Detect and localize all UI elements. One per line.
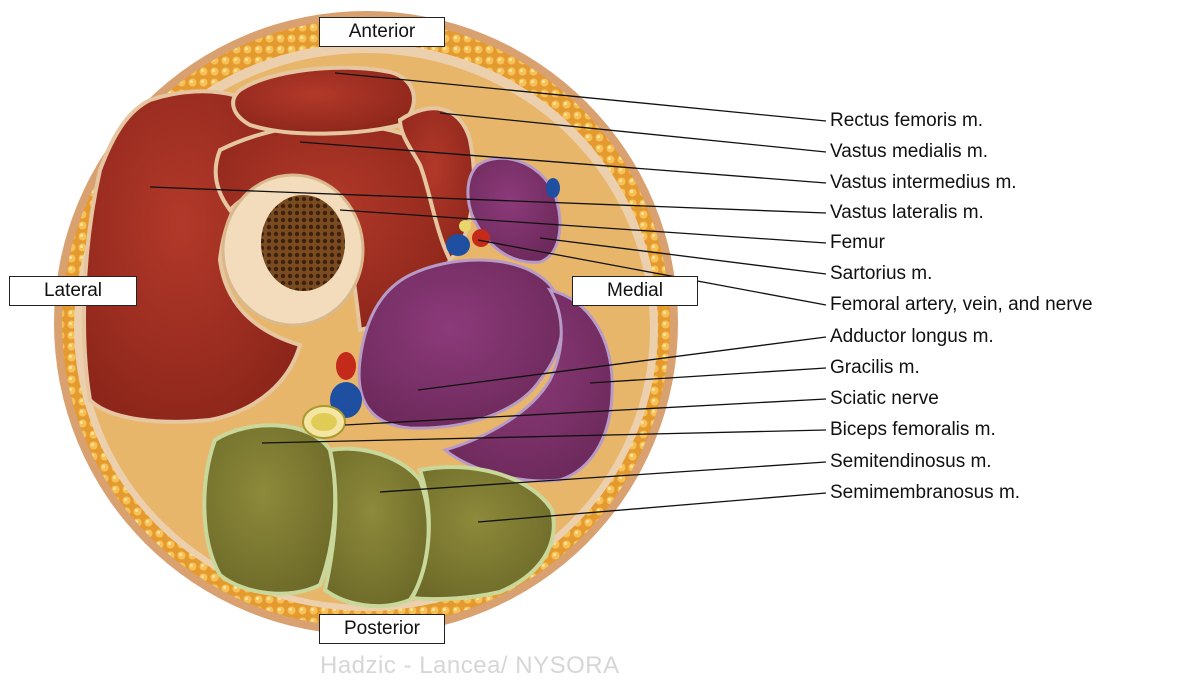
label-rectus-femoris: Rectus femoris m. <box>830 110 984 131</box>
leader-line-rectus-femoris <box>334 72 827 122</box>
label-vastus-lateralis: Vastus lateralis m. <box>830 202 984 223</box>
leader-line-semimembranosus <box>477 492 827 523</box>
femoral-vein <box>446 234 470 256</box>
femoral-nerve <box>459 220 471 232</box>
leader-line-semitendinosus <box>379 461 827 493</box>
adductor-longus-muscle <box>357 258 564 430</box>
femur-marrow <box>261 195 345 291</box>
orientation-anterior-label: Anterior <box>319 17 445 47</box>
leader-line-adductor-longus <box>417 336 827 391</box>
biceps-femoralis-muscle <box>202 423 338 596</box>
saphenous-vein <box>546 178 560 198</box>
label-vastus-medialis: Vastus medialis m. <box>830 141 989 162</box>
leader-line-vastus-intermedius <box>299 141 827 184</box>
leader-line-femur <box>339 209 827 244</box>
label-femoral-neurovascular: Femoral artery, vein, and nerve <box>830 294 1093 315</box>
leader-line-sciatic-nerve <box>344 398 827 426</box>
semitendinosus-muscle <box>322 446 431 608</box>
label-sartorius: Sartorius m. <box>830 263 933 284</box>
label-vastus-intermedius: Vastus intermedius m. <box>830 172 1017 193</box>
femoral-artery <box>472 229 490 247</box>
orientation-posterior-label: Posterior <box>319 614 445 644</box>
label-semitendinosus: Semitendinosus m. <box>830 451 992 472</box>
semimembranosus-muscle <box>408 465 556 602</box>
orientation-lateral-label: Lateral <box>9 276 137 306</box>
leader-line-gracilis <box>589 367 827 384</box>
label-adductor-longus: Adductor longus m. <box>830 326 994 347</box>
leader-line-biceps-femoralis <box>261 429 827 444</box>
leader-lines <box>149 72 827 523</box>
deep-femoral-artery <box>336 352 356 380</box>
label-sciatic-nerve: Sciatic nerve <box>830 388 939 409</box>
leader-line-sartorius <box>539 237 827 275</box>
leader-line-vastus-lateralis <box>149 186 827 214</box>
watermark: Hadzic - Lancea/ NYSORA <box>320 652 620 679</box>
label-gracilis: Gracilis m. <box>830 357 920 378</box>
sciatic-nerve-core <box>311 413 337 431</box>
label-semimembranosus: Semimembranosus m. <box>830 482 1021 503</box>
leader-line-vastus-medialis <box>439 112 827 153</box>
label-femur: Femur <box>830 232 885 253</box>
leader-line-femoral-neurovascular <box>477 239 827 306</box>
sartorius-muscle <box>466 156 562 264</box>
orientation-medial-label: Medial <box>572 276 698 306</box>
label-biceps-femoralis: Biceps femoralis m. <box>830 419 996 440</box>
